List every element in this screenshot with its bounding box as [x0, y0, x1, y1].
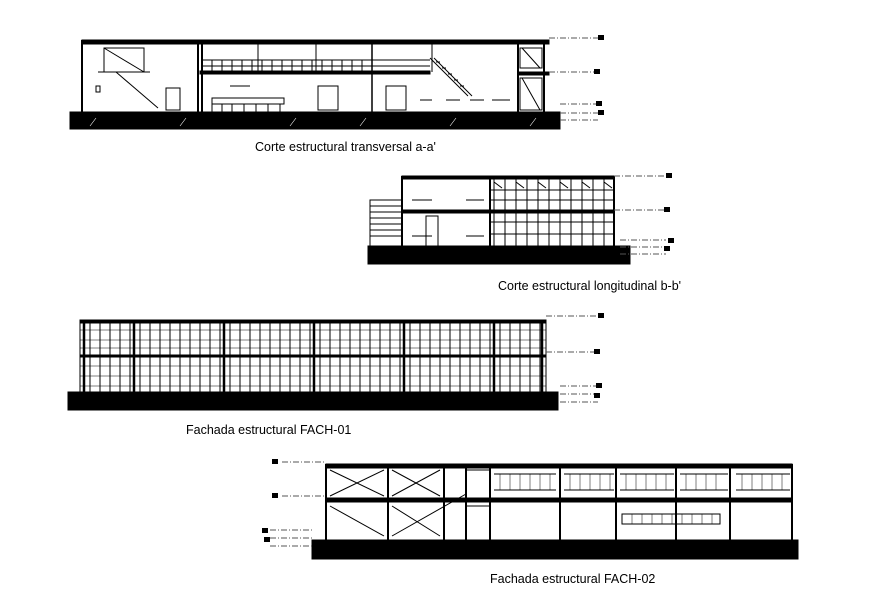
- caption-facade-02: Fachada estructural FACH-02: [490, 572, 655, 586]
- caption-facade-01: Fachada estructural FACH-01: [186, 423, 351, 437]
- section-aa-drawing: [69, 35, 604, 130]
- section-bb-drawing: [367, 173, 674, 265]
- facade-01-ground: [67, 391, 559, 411]
- caption-section-bb: Corte estructural longitudinal b-b': [498, 279, 681, 293]
- section-aa-ground: [69, 111, 561, 130]
- facade-02-drawing: [262, 459, 799, 560]
- section-bb-ground: [367, 245, 631, 265]
- caption-section-aa: Corte estructural transversal a-a': [255, 140, 436, 154]
- facade-02-ground: [311, 539, 799, 560]
- facade-01-drawing: [67, 313, 604, 411]
